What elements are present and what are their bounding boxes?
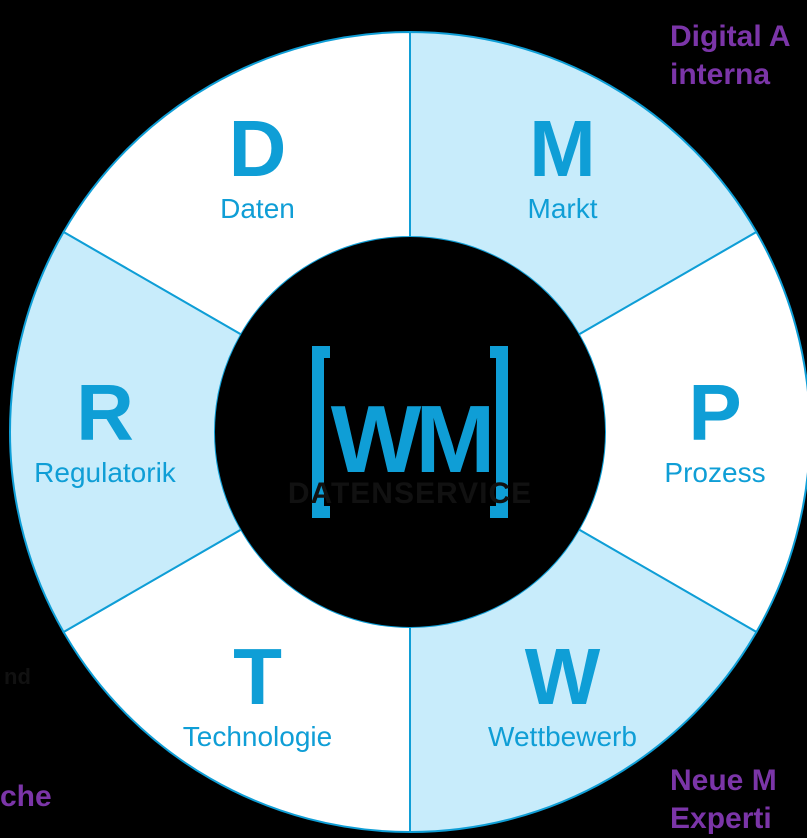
segment-letter-wettbewerb: W [525,632,601,721]
side-text-left-fragment: nd [4,664,31,689]
side-text-top-line1: Digital A [670,20,791,53]
segment-label-wettbewerb: Wettbewerb [488,721,637,752]
segment-letter-markt: M [529,104,596,193]
segment-letter-daten: D [229,104,287,193]
side-text-bottom-line2: Experti [670,802,772,835]
segment-label-markt: Markt [528,193,598,224]
side-text-bottom-left-fragment: che [0,780,52,813]
segment-label-daten: Daten [220,193,295,224]
logo-monogram: WM [331,386,490,493]
center-hub [215,237,605,627]
segment-letter-technologie: T [233,632,282,721]
segment-letter-prozess: P [688,368,741,457]
datenservice-logo: WM DATENSERVICE [288,346,532,518]
segment-label-prozess: Prozess [664,457,765,488]
logo-bracket-right [490,346,508,518]
segment-label-technologie: Technologie [183,721,332,752]
segment-letter-regulatorik: R [76,368,134,457]
side-text-top-line2: interna [670,58,771,91]
side-text-bottom-line1: Neue M [670,764,777,797]
logo-tagline: DATENSERVICE [288,477,532,510]
logo-bracket-left [312,346,330,518]
segment-label-regulatorik: Regulatorik [34,457,177,488]
